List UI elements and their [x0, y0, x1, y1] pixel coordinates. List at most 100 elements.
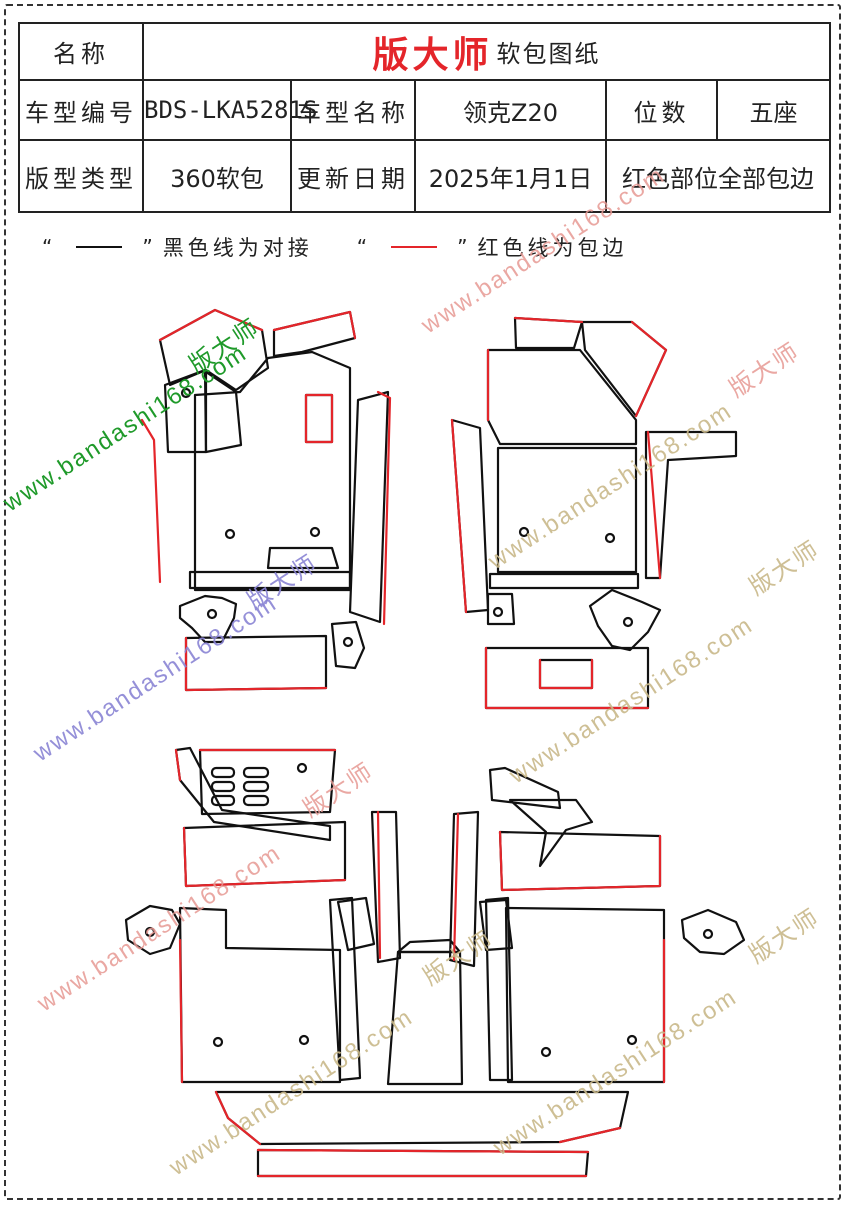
- mounting-hole: [212, 1036, 224, 1048]
- vent-slot: [242, 794, 270, 807]
- vent-slot: [242, 780, 270, 793]
- model-name-value: 领克Z20: [414, 79, 607, 141]
- watermark-url: www.bandashi168.com: [416, 161, 670, 339]
- passenger-hook-bracket: [588, 588, 662, 652]
- title-row: 名称 版大师软包图纸: [18, 22, 832, 81]
- driver-clip: [330, 620, 366, 670]
- watermark-brand: 版大师: [745, 904, 825, 969]
- driver-rear-slot: [266, 546, 340, 570]
- mounting-hole: [518, 526, 530, 538]
- red-line-swatch: [391, 246, 438, 248]
- watermark-layer: www.bandashi168.com 版大师 www.bandashi168.…: [0, 161, 825, 1181]
- red-edge: [178, 938, 184, 1084]
- name-label: 名称: [18, 22, 144, 81]
- document-type: 软包图纸: [496, 40, 601, 68]
- mounting-hole: [626, 1034, 638, 1046]
- driver-door-sill: [348, 390, 390, 624]
- red-edge: [646, 430, 662, 580]
- red-edging-lines: [140, 308, 668, 1178]
- details-row: 版型类型 360软包 更新日期 2025年1月1日 红色部位全部包边: [18, 139, 832, 213]
- red-edge: [484, 646, 650, 710]
- edging-note: 红色部位全部包边: [604, 139, 832, 213]
- passenger-main-floor: [496, 446, 638, 574]
- driver-bottom-strip: [188, 570, 352, 590]
- mounting-hole: [492, 606, 504, 618]
- document-title: 版大师软包图纸: [141, 22, 832, 81]
- red-edge: [272, 310, 357, 340]
- red-edge: [558, 1126, 622, 1144]
- mounting-hole: [702, 928, 714, 940]
- watermark-url: www.bandashi168.com: [32, 839, 286, 1017]
- driver-hook-bracket: [178, 594, 238, 644]
- rear-left-sill: [328, 896, 362, 1082]
- vent-slot: [210, 794, 236, 807]
- trunk-edge-strip: [256, 1148, 590, 1178]
- red-edge: [450, 418, 468, 614]
- rear-right-curved-strip: [508, 798, 594, 868]
- red-line-legend-text: 红色线为包边: [477, 236, 628, 260]
- black-line-swatch: [76, 246, 123, 248]
- seats-value: 五座: [715, 79, 832, 141]
- mounting-hole: [309, 526, 321, 538]
- model-code-value: BDS-LKA5281S: [142, 79, 317, 141]
- watermark-url: www.bandashi168.com: [28, 589, 282, 767]
- vent-slot: [210, 780, 236, 793]
- passenger-door-sill: [450, 418, 490, 614]
- mounting-hole: [206, 608, 218, 620]
- watermark-url: www.bandashi168.com: [483, 397, 737, 575]
- red-edge: [174, 748, 182, 782]
- mounting-hole: [144, 926, 156, 938]
- brand-name: 版大师: [372, 34, 493, 76]
- watermark-url: www.bandashi168.com: [488, 983, 742, 1161]
- red-edge: [513, 316, 584, 324]
- driver-heel-pad: [304, 393, 334, 444]
- red-edge: [452, 812, 460, 962]
- red-edge: [498, 830, 662, 892]
- rear-right-tall-strip: [448, 810, 480, 968]
- driver-top-strip: [272, 310, 357, 358]
- red-edge: [376, 810, 382, 960]
- rear-right-hook: [680, 908, 746, 956]
- red-edge: [214, 1090, 262, 1146]
- model-code-label: 车型编号: [18, 79, 144, 141]
- rear-left-curved-strip: [174, 746, 332, 842]
- mounting-hole: [296, 762, 308, 774]
- red-edge: [158, 308, 264, 342]
- watermark-url: www.bandashi168.com: [504, 611, 758, 789]
- passenger-upper-floor: [486, 348, 638, 446]
- mounting-hole: [604, 532, 616, 544]
- mounting-hole: [298, 1034, 310, 1046]
- mounting-hole: [622, 616, 634, 628]
- pattern-type-value: 360软包: [142, 139, 292, 213]
- passenger-rear-slot: [538, 658, 594, 690]
- watermark-brand: 版大师: [243, 550, 323, 615]
- seats-label: 位数: [605, 79, 718, 141]
- model-name-label: 车型名称: [290, 79, 416, 141]
- rear-center-tall-strip: [370, 810, 402, 964]
- rear-left-hook: [124, 904, 182, 956]
- driver-main-floor: [193, 350, 352, 592]
- red-edge: [376, 390, 392, 626]
- pattern-type-label: 版型类型: [18, 139, 144, 213]
- mounting-hole: [180, 387, 192, 399]
- watermark-brand: 版大师: [299, 758, 379, 823]
- rear-right-sill: [484, 896, 514, 1082]
- watermark-brand: 版大师: [725, 338, 805, 403]
- passenger-clip: [486, 592, 516, 626]
- line-legend: “ ” 黑色线为对接 “ ” 红色线为包边: [36, 232, 628, 262]
- rear-right-footwell: [498, 830, 662, 892]
- red-edge: [256, 1148, 590, 1178]
- passenger-side-flap: [644, 430, 738, 580]
- red-edge: [140, 418, 162, 584]
- red-edge: [182, 826, 347, 888]
- rear-right-clip: [478, 898, 514, 952]
- mounting-hole: [540, 1046, 552, 1058]
- vent-slot: [210, 766, 236, 779]
- info-table: 名称 版大师软包图纸 车型编号 BDS-LKA5281S 车型名称 领克Z20 …: [18, 22, 832, 213]
- rear-left-clip: [336, 896, 376, 952]
- left-pedal-panel: [204, 370, 243, 454]
- mounting-hole: [224, 528, 236, 540]
- passenger-bottom-strip: [488, 572, 640, 590]
- update-date-label: 更新日期: [290, 139, 416, 213]
